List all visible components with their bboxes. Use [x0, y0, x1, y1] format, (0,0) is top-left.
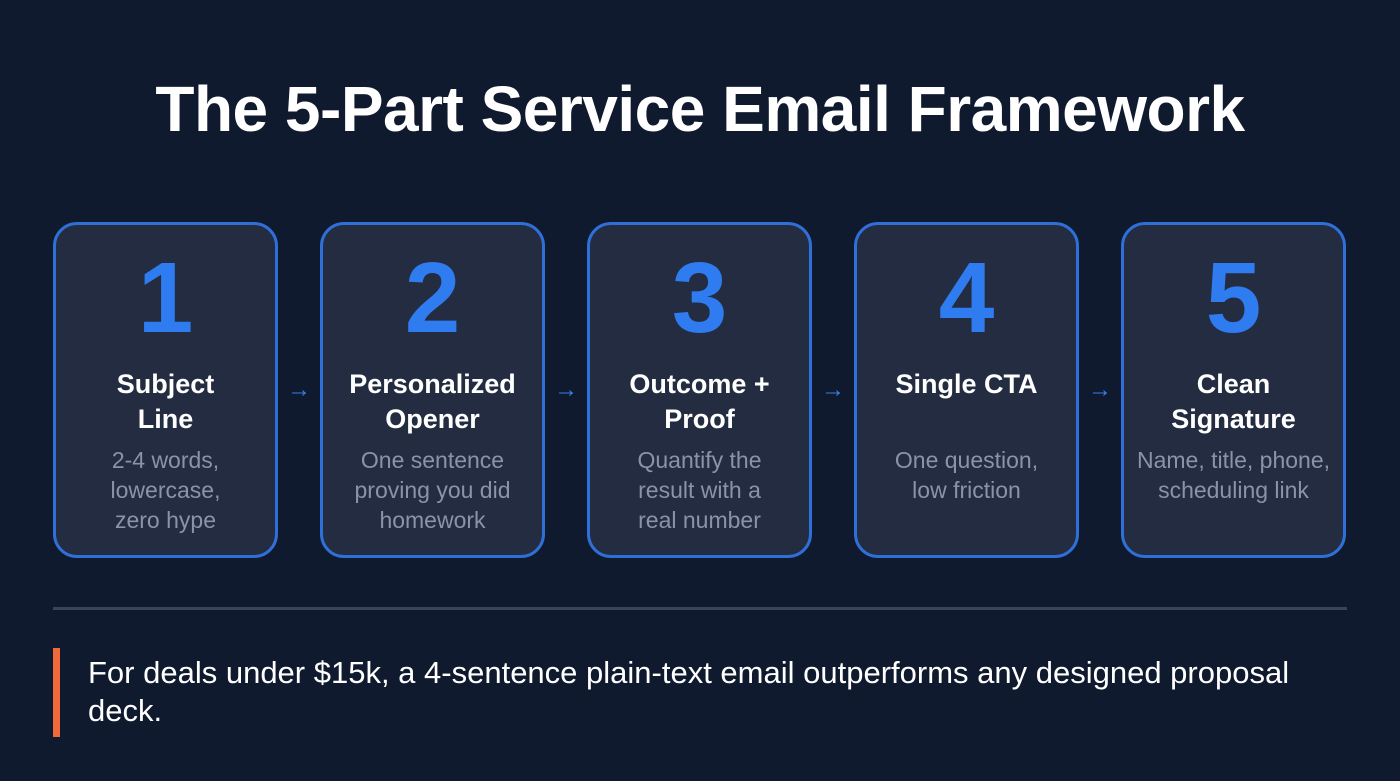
step-number: 5	[1205, 242, 1262, 354]
step-card-2: 2 Personalized Opener One sentence provi…	[320, 222, 545, 558]
arrow-right-icon: →	[1088, 376, 1112, 403]
step-number: 4	[938, 242, 995, 354]
step-description: Quantify the result with a real number	[637, 447, 762, 533]
framework-steps: 1 Subject Line 2-4 words, lowercase, zer…	[53, 222, 1346, 558]
step-heading: Clean Signature	[1171, 369, 1296, 434]
step-heading: Single CTA	[895, 369, 1038, 399]
step-description: One question, low friction	[894, 447, 1039, 503]
step-number: 2	[404, 242, 461, 354]
callout-text: For deals under $15k, a 4-sentence plain…	[88, 655, 1290, 728]
step-heading: Outcome + Proof	[629, 369, 770, 434]
step-card-1: 1 Subject Line 2-4 words, lowercase, zer…	[53, 222, 278, 558]
callout-accent-bar	[53, 648, 60, 737]
step-number: 3	[671, 242, 728, 354]
step-description: Name, title, phone, scheduling link	[1136, 447, 1331, 503]
step-heading: Personalized Opener	[349, 369, 516, 434]
arrow-right-icon: →	[821, 376, 845, 403]
step-description: 2-4 words, lowercase, zero hype	[110, 447, 221, 533]
step-card-3: 3 Outcome + Proof Quantify the result wi…	[587, 222, 812, 558]
callout: For deals under $15k, a 4-sentence plain…	[53, 648, 1308, 737]
arrow-right-icon: →	[287, 376, 311, 403]
arrow-right-icon: →	[554, 376, 578, 403]
step-heading: Subject Line	[116, 369, 215, 434]
step-card-4: 4 Single CTA One question, low friction	[854, 222, 1079, 558]
divider	[53, 607, 1347, 610]
step-number: 1	[137, 242, 194, 354]
step-description: One sentence proving you did homework	[354, 447, 511, 533]
page-title: The 5-Part Service Email Framework	[155, 73, 1245, 145]
step-card-5: 5 Clean Signature Name, title, phone, sc…	[1121, 222, 1346, 558]
